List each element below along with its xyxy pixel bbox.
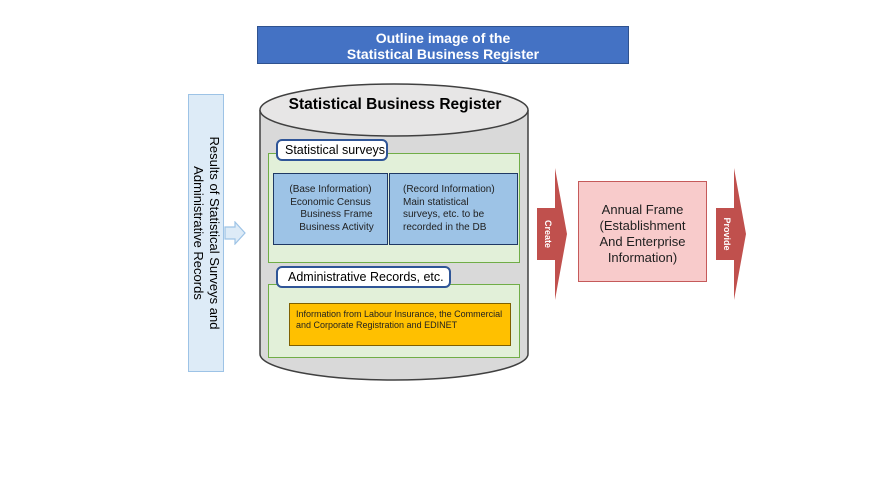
annual-line-2: (Establishment <box>599 218 686 233</box>
admin-info-box: Information from Labour Insurance, the C… <box>289 303 511 346</box>
diagram-title: Outline image of the Statistical Busines… <box>257 26 629 64</box>
provide-arrow-icon <box>716 168 746 300</box>
provide-label: Provide <box>722 217 732 251</box>
create-label-container: Create <box>537 168 559 300</box>
admin-records-tab-label: Administrative Records, etc. <box>276 266 451 288</box>
provide-label-container: Provide <box>716 168 738 300</box>
side-input-bar <box>188 94 224 372</box>
right-arrow-icon <box>224 221 246 245</box>
title-line-2: Statistical Business Register <box>346 46 540 62</box>
create-arrow-icon <box>537 168 567 300</box>
annual-line-3: And Enterprise <box>599 234 686 249</box>
annual-line-4: Information) <box>607 250 678 265</box>
record-line-2: Main statistical <box>403 196 469 208</box>
surveys-tab-label: Statistical surveys <box>276 139 388 161</box>
record-line-1: (Record Information) <box>403 184 495 195</box>
annual-frame-box: Annual Frame (Establishment And Enterpri… <box>578 181 707 282</box>
record-line-4: recorded in the DB <box>403 221 487 233</box>
base-line-4: Business Activity <box>299 221 374 233</box>
side-input-label: Results of Statistical Surveys and Admin… <box>191 136 222 330</box>
register-title: Statistical Business Register <box>288 96 502 113</box>
record-line-3: surveys, etc. to be <box>403 209 485 220</box>
side-input-label-container: Results of Statistical Surveys and Admin… <box>188 94 224 372</box>
title-line-1: Outline image of the <box>375 30 511 46</box>
base-line-3: Business Frame <box>300 209 373 220</box>
base-line-2: Economic Census <box>290 196 371 208</box>
base-information-box: (Base Information) Economic Census Busin… <box>273 173 388 245</box>
create-label: Create <box>543 219 553 249</box>
base-line-1: (Base Information) <box>289 184 372 195</box>
record-information-box: (Record Information) Main statistical su… <box>389 173 518 245</box>
annual-line-1: Annual Frame <box>601 202 684 217</box>
